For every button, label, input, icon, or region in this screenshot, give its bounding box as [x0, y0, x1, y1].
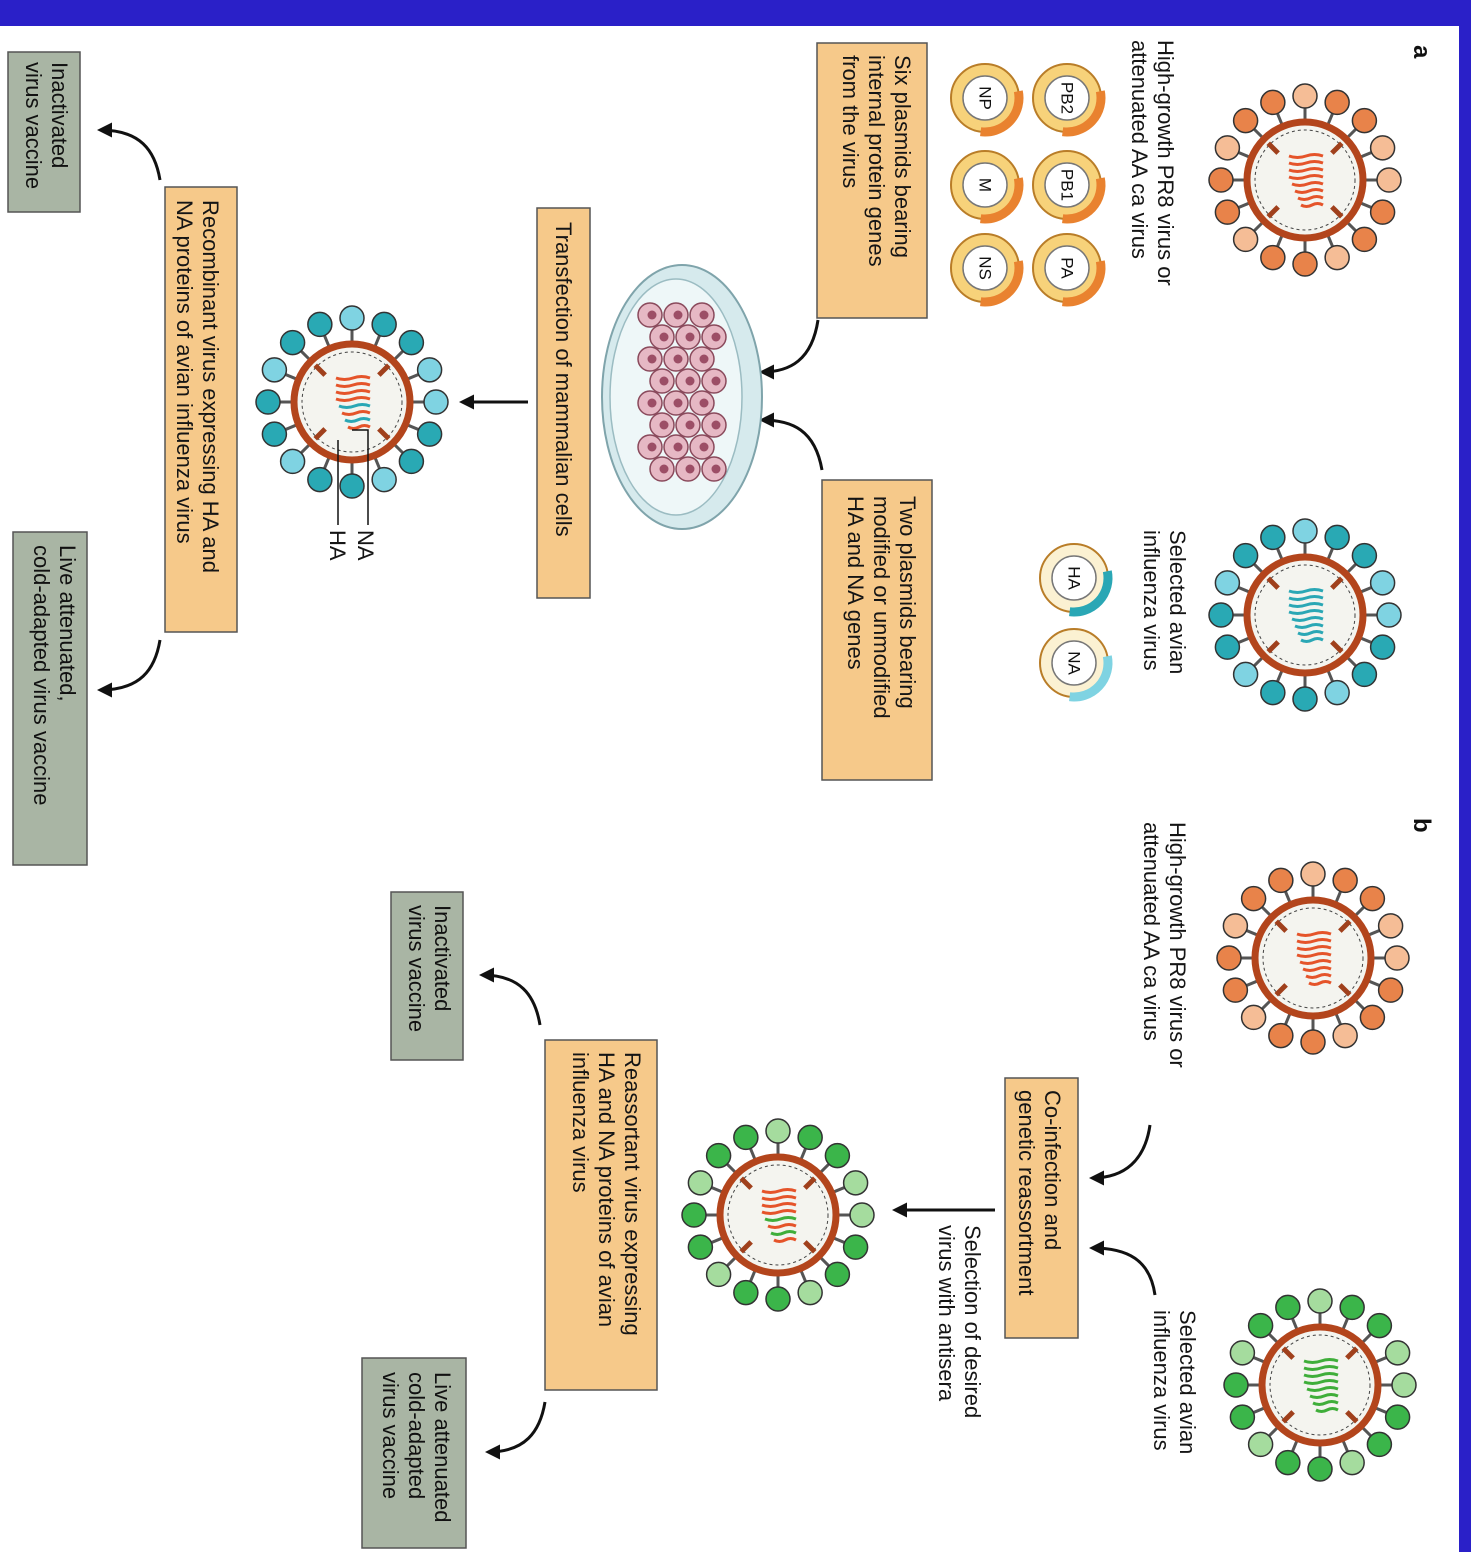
arrow-reassortant-to-inactivated — [479, 967, 542, 1026]
plasmid-pa: PA — [1032, 233, 1106, 307]
panel-a-donor-label-line1: High-growth PR8 virus or — [1153, 40, 1178, 286]
arrow-six-plasmids-to-dish — [759, 319, 820, 380]
reassortant-line2: HA and NA proteins of avian — [594, 1052, 619, 1327]
panel-b: b High-growth PR8 virus or attenuated AA… — [361, 818, 1435, 1549]
live-box-b — [361, 1357, 467, 1549]
coinfection-line2: genetic reassortment — [1014, 1090, 1039, 1295]
plasmid-segment-label: M — [976, 178, 995, 192]
recombinant-line2: NA proteins of avian influenza virus — [172, 200, 197, 544]
six-plasmids-line2: internal protein genes — [864, 55, 889, 267]
panel-a: High-growth PR8 virus or attenuated AA c… — [7, 40, 1435, 866]
slide-frame-top — [0, 0, 1471, 26]
petri-dish — [601, 264, 763, 530]
inactivated-a-line2: virus vaccine — [21, 62, 46, 189]
plasmid-na: NA — [1039, 628, 1113, 702]
reassortant-box — [544, 1039, 658, 1391]
plasmid-np: NP — [950, 63, 1024, 137]
coinfection-box — [1004, 1077, 1079, 1339]
panel-a-avian-virus — [1208, 518, 1402, 712]
inactivated-box-b — [390, 891, 464, 1061]
selection-line2: virus with antisera — [934, 1225, 959, 1402]
recombinant-line1: Recombinant virus expressing HA and — [198, 200, 223, 573]
panel-b-avian-label-line2: influenza virus — [1149, 1310, 1174, 1451]
panel-b-tag: b — [1408, 818, 1435, 833]
plasmid-pb2: PB2 — [1032, 63, 1106, 137]
two-plasmids-line2: modified or unmodified — [869, 496, 894, 719]
na-label: NA — [353, 530, 378, 561]
arrow-reassortant-to-live — [485, 1401, 547, 1460]
live-a-line1: Live attenuated, — [55, 545, 80, 702]
recombinant-box — [164, 186, 238, 633]
panel-b-avian-label-line1: Selected avian — [1175, 1310, 1200, 1454]
live-box-a — [12, 531, 88, 866]
transfection-box — [536, 207, 591, 599]
inactivated-b-line1: Inactivated — [430, 905, 455, 1011]
figure-background — [0, 26, 1459, 1552]
ha-label: HA — [325, 530, 350, 561]
recombinant-virus — [255, 305, 449, 499]
live-a-line2: cold-adapted virus vaccine — [29, 545, 54, 805]
six-plasmids-line3: from the virus — [838, 55, 863, 188]
plasmid-segment-label: PB1 — [1058, 169, 1077, 201]
plasmid-segment-label: NS — [976, 256, 995, 280]
six-plasmids-box — [816, 42, 928, 319]
plasmid-ha: HA — [1039, 543, 1113, 617]
inactivated-box-a — [7, 51, 81, 213]
arrow-recombinant-to-live — [97, 639, 162, 698]
arrow-donor-to-coinfection — [1089, 1124, 1152, 1186]
panel-b-donor-label-line2: attenuated AA ca virus — [1139, 822, 1164, 1041]
panel-b-donor-label-line1: High-growth PR8 virus or — [1165, 822, 1190, 1068]
six-plasmids-line1: Six plasmids bearing — [890, 55, 915, 258]
two-plasmids-box — [821, 479, 933, 781]
reassortant-virus — [681, 1118, 875, 1312]
na-ha-callout: NA HA — [325, 429, 378, 561]
plasmid-segment-label: HA — [1065, 566, 1084, 590]
panel-a-avian-label-line2: influenza virus — [1139, 530, 1164, 671]
panel-a-tag: a — [1408, 45, 1435, 59]
plasmid-segment-label: PA — [1058, 257, 1077, 279]
plasmid-segment-label: PB2 — [1058, 82, 1077, 114]
panel-b-donor-virus — [1216, 861, 1410, 1055]
inactivated-a-line1: Inactivated — [47, 62, 72, 168]
panel-a-donor-virus — [1208, 83, 1402, 277]
two-plasmids-line1: Two plasmids bearing — [895, 496, 920, 709]
plasmid-segment-label: NP — [976, 86, 995, 110]
arrow-two-plasmids-to-dish — [759, 412, 824, 471]
panel-a-donor-label-line2: attenuated AA ca virus — [1127, 40, 1152, 259]
plasmid-m: M — [950, 150, 1024, 224]
inactivated-b-line2: virus vaccine — [404, 905, 429, 1032]
two-plasmids-line3: HA and NA genes — [843, 496, 868, 670]
transfection-label: Transfection of mammalian cells — [551, 222, 576, 537]
reassortant-line3: influenza virus — [568, 1052, 593, 1193]
coinfection-line1: Co-infection and — [1040, 1090, 1065, 1250]
live-b-line1: Live attenuated — [430, 1372, 455, 1522]
plasmid-segment-label: NA — [1065, 651, 1084, 675]
plasmid-ns: NS — [950, 233, 1024, 307]
arrow-avian-to-coinfection — [1089, 1240, 1157, 1296]
arrow-recombinant-to-inactivated — [97, 122, 162, 181]
panel-b-avian-virus — [1223, 1288, 1417, 1482]
live-b-line3: virus vaccine — [378, 1372, 403, 1499]
reassortant-line1: Reassortant virus expressing — [620, 1052, 645, 1336]
slide-frame-right — [1459, 0, 1471, 1552]
panel-a-avian-label-line1: Selected avian — [1165, 530, 1190, 674]
plasmid-pb1: PB1 — [1032, 150, 1106, 224]
selection-line1: Selection of desired — [960, 1225, 985, 1418]
live-b-line2: cold-adapted — [404, 1372, 429, 1499]
